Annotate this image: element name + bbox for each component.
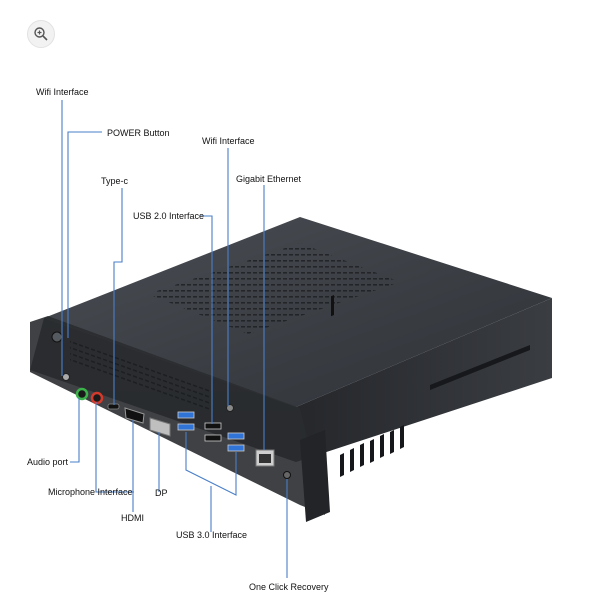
recovery-button <box>283 471 291 479</box>
zoom-button[interactable] <box>27 20 55 48</box>
leader-mic <box>95 402 134 493</box>
leader-power <box>67 131 102 338</box>
label-wifi-interface-left: Wifi Interface <box>36 87 89 97</box>
leader-audio <box>70 398 80 463</box>
side-slots <box>331 295 334 317</box>
usb3-port-4 <box>227 444 245 452</box>
leader-type-c <box>113 188 123 405</box>
usb3-port-2 <box>177 423 195 431</box>
label-microphone-interface: Microphone Interface <box>48 487 133 497</box>
label-dp: DP <box>155 488 168 498</box>
hdmi-port <box>124 407 145 424</box>
usb2-port-2 <box>204 434 222 442</box>
zoom-in-icon <box>34 27 48 41</box>
usb2-port-1 <box>204 422 222 430</box>
side-vent-slots <box>340 425 404 477</box>
label-wifi-interface-right: Wifi Interface <box>202 136 255 146</box>
label-audio-port: Audio port <box>27 457 69 467</box>
label-gigabit-ethernet: Gigabit Ethernet <box>236 174 302 184</box>
top-vent <box>148 243 400 334</box>
power-button <box>51 331 63 343</box>
label-one-click-recovery: One Click Recovery <box>249 582 329 592</box>
chassis-side <box>296 298 552 462</box>
side-long-slot <box>430 345 530 390</box>
front-vent <box>70 336 210 412</box>
leader-lines <box>61 100 288 578</box>
wifi-antenna-left <box>62 373 70 381</box>
bracket-right <box>300 430 330 522</box>
leader-usb30 <box>185 432 237 496</box>
mic-jack <box>90 391 104 405</box>
label-usb30-interface: USB 3.0 Interface <box>176 530 248 540</box>
leader-usb20 <box>200 215 213 424</box>
dp-port <box>149 417 171 437</box>
wifi-antenna-right <box>226 404 234 412</box>
audio-jack <box>75 387 89 401</box>
label-hdmi: HDMI <box>121 513 144 523</box>
usb3-port-3 <box>227 432 245 440</box>
label-usb20-interface: USB 2.0 Interface <box>133 211 205 221</box>
label-type-c: Type-c <box>101 176 129 186</box>
usb3-port-1 <box>177 411 195 419</box>
label-power-button: POWER Button <box>107 128 170 138</box>
